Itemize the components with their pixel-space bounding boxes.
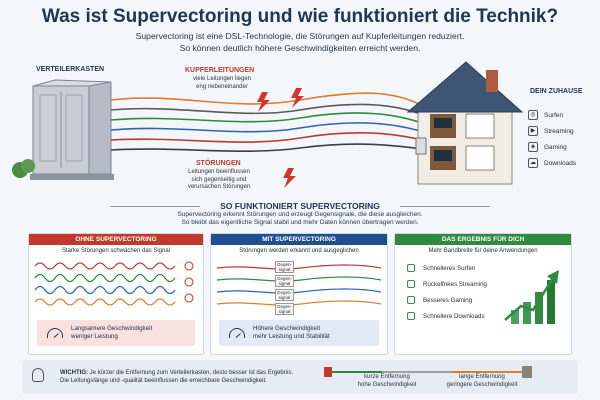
result-item-label: Ruckelfreies Streaming <box>423 280 487 288</box>
panel-with-result-line-2: mehr Leistung und Stabilität <box>253 333 330 340</box>
section-subtitle-line-2: So bleibt das eigentliche Signal stabil … <box>181 219 419 227</box>
house-illustration <box>406 61 524 185</box>
copper-note: viele Leitungen liegen eng nebeneinander <box>186 76 258 91</box>
panel-with-supervectoring: MIT SUPERVECTORING Störungen werden erka… <box>210 233 388 355</box>
speed-gauge-fast-icon <box>229 328 245 338</box>
play-icon: ▶ <box>528 126 538 136</box>
gamepad-icon <box>407 296 415 304</box>
result-item-label: Besseres Gaming <box>423 296 473 304</box>
cloud-download-icon <box>407 312 415 320</box>
short-distance-label: kurze Entfernung hohe Geschwindigkeit <box>352 374 422 389</box>
subtitle-line-1: Supervectoring ist eine DSL-Technologie,… <box>135 31 465 41</box>
interference-label: STÖRUNGEN <box>196 160 241 167</box>
footer-note: WICHTIG: Je kürzer die Entfernung zum Ve… <box>22 360 578 394</box>
footer-text: WICHTIG: Je kürzer die Entfernung zum Ve… <box>60 369 300 385</box>
short-distance-line-2: hohe Geschwindigkeit <box>357 381 417 388</box>
panel-without-head: OHNE SUPERVECTORING <box>29 234 203 245</box>
footer-text-line-1: Je kürzer die Entfernung zum Verteilerka… <box>88 370 294 376</box>
result-item: Schnellere Downloads <box>407 312 485 320</box>
section-subtitle: Supervectoring erkennt Störungen und erz… <box>120 211 480 228</box>
counter-signal-badge: Gegen- signal <box>275 289 295 301</box>
home-item-gaming: ◈ Gaming <box>528 142 567 152</box>
result-item-label: Schnelleres Surfen <box>423 264 476 272</box>
section-divider-right <box>400 206 490 207</box>
result-item: Schnelleres Surfen <box>407 264 475 272</box>
subtitle-line-2: So können deutlich höhere Geschwindigkei… <box>179 42 421 53</box>
home-item-surfen: ◎ Surfen <box>528 110 563 120</box>
distribution-cabinet-illustration <box>12 79 114 180</box>
counter-signal-badge: Gegen- signal <box>275 261 295 273</box>
panel-result: DAS ERGEBNIS FÜR DICH Mehr Bandbreite fü… <box>394 233 572 355</box>
home-item-label: Streaming <box>544 127 574 135</box>
noisy-signal-lines <box>34 261 194 306</box>
interference-bolts <box>257 88 304 188</box>
interference-note-line-2: sich gegenseitig und <box>191 176 247 183</box>
globe-icon <box>407 264 415 272</box>
gamepad-icon: ◈ <box>528 142 538 152</box>
corrected-signal-lines <box>216 264 382 306</box>
long-distance-line-2: geringere Geschwindigkeit <box>446 381 518 388</box>
copper-wires <box>110 92 431 152</box>
panel-without-result-line-1: Langsamere Geschwindigkeit <box>71 325 153 332</box>
growth-chart-icon <box>504 270 559 324</box>
panel-without-desc: Starke Störungen schwächen das Signal <box>61 248 171 254</box>
result-item: Besseres Gaming <box>407 296 472 304</box>
speed-gauge-slow-icon <box>47 328 63 338</box>
panel-without-supervectoring: OHNE SUPERVECTORING Starke Störungen sch… <box>28 233 204 355</box>
panel-with-head: MIT SUPERVECTORING <box>211 234 387 245</box>
interference-note: Leitungen beeinflussen sich gegenseitig … <box>182 169 256 192</box>
footer-lead: WICHTIG: <box>60 370 88 376</box>
copper-label: KUPFERLEITUNGEN <box>185 67 255 74</box>
section-subtitle-line-1: Supervectoring erkennt Störungen und erz… <box>177 211 423 218</box>
cloud-download-icon: ☁ <box>528 158 538 168</box>
footer-text-line-2: Die Leitungslänge und -qualität beeinflu… <box>60 378 267 385</box>
short-distance-line-1: kurze Entfernung <box>364 374 410 380</box>
section-title: SO FUNKTIONIERT SUPERVECTORING <box>220 201 380 211</box>
home-item-streaming: ▶ Streaming <box>528 126 574 136</box>
result-item: Ruckelfreies Streaming <box>407 280 487 288</box>
counter-signal-badge: Gegen- signal <box>275 303 295 315</box>
result-item-label: Schnellere Downloads <box>423 312 485 320</box>
panel-result-desc: Mehr Bandbreite für deine Anwendungen <box>428 248 538 254</box>
panel-with-result-line-1: Höhere Geschwindigkeit <box>253 325 321 332</box>
distance-scale <box>324 366 532 378</box>
copper-note-line-1: viele Leitungen liegen <box>192 76 252 82</box>
home-item-label: Surfen <box>544 111 564 119</box>
play-icon <box>407 280 415 288</box>
home-label: DEIN ZUHAUSE <box>530 88 583 95</box>
top-illustration <box>12 61 524 188</box>
long-distance-label: lange Entfernung geringere Geschwindigke… <box>442 374 522 389</box>
counter-signal-badges: Gegen- signal Gegen- signal Gegen- signa… <box>275 261 295 315</box>
cabinet-label: VERTEILERKASTEN <box>36 66 105 73</box>
interference-note-line-1: Leitungen beeinflussen <box>188 169 250 175</box>
copper-note-line-2: eng nebeneinander <box>196 83 248 90</box>
home-item-label: Gaming <box>544 143 567 151</box>
home-item-downloads: ☁ Downloads <box>528 158 576 168</box>
panel-result-head: DAS ERGEBNIS FÜR DICH <box>395 234 571 245</box>
page-subtitle: Supervectoring ist eine DSL-Technologie,… <box>90 31 510 54</box>
panel-without-result-line-2: weniger Leistung <box>71 333 118 340</box>
home-item-label: Downloads <box>544 159 577 167</box>
page-title: Was ist Supervectoring und wie funktioni… <box>41 6 559 27</box>
counter-signal-badge: Gegen- signal <box>275 275 295 287</box>
globe-icon: ◎ <box>528 110 538 120</box>
section-divider-left <box>110 206 200 207</box>
long-distance-line-1: lange Entfernung <box>459 374 505 380</box>
interference-note-line-3: verursachen Störungen <box>187 184 251 190</box>
lightbulb-icon <box>32 368 44 382</box>
panel-with-desc: Störungen werden erkannt und ausgegliche… <box>239 248 359 254</box>
